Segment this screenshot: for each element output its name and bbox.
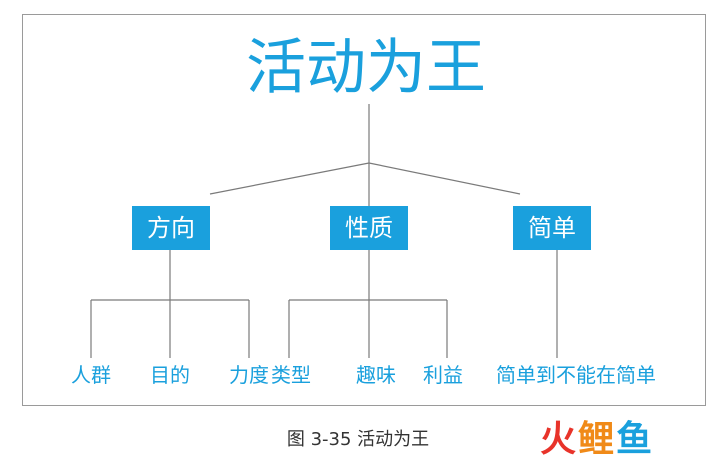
branch-node-nature: 性质 — [330, 206, 408, 250]
connector-hub-branch-1 — [209, 162, 370, 195]
connector-hub-branch-3 — [368, 162, 521, 195]
diagram-frame — [22, 14, 706, 406]
leaf-node: 力度 — [229, 363, 269, 387]
watermark-char: 鱼 — [616, 419, 655, 460]
branch-node-simple: 简单 — [513, 206, 591, 250]
leaf-node: 利益 — [423, 363, 463, 387]
leaf-node: 目的 — [150, 363, 190, 387]
watermark-logo: 火鲤鱼 — [540, 418, 654, 462]
leaf-node: 类型 — [271, 363, 311, 387]
figure-caption: 图 3-35 活动为王 — [286, 429, 430, 450]
branch-node-direction: 方向 — [132, 206, 210, 250]
root-title: 活动为王 — [246, 33, 486, 103]
watermark-char: 火 — [540, 419, 579, 460]
leaf-node: 简单到不能在简单 — [496, 363, 656, 387]
leaf-node: 趣味 — [356, 363, 396, 387]
leaf-node: 人群 — [71, 363, 111, 387]
watermark-char: 鲤 — [578, 419, 617, 460]
